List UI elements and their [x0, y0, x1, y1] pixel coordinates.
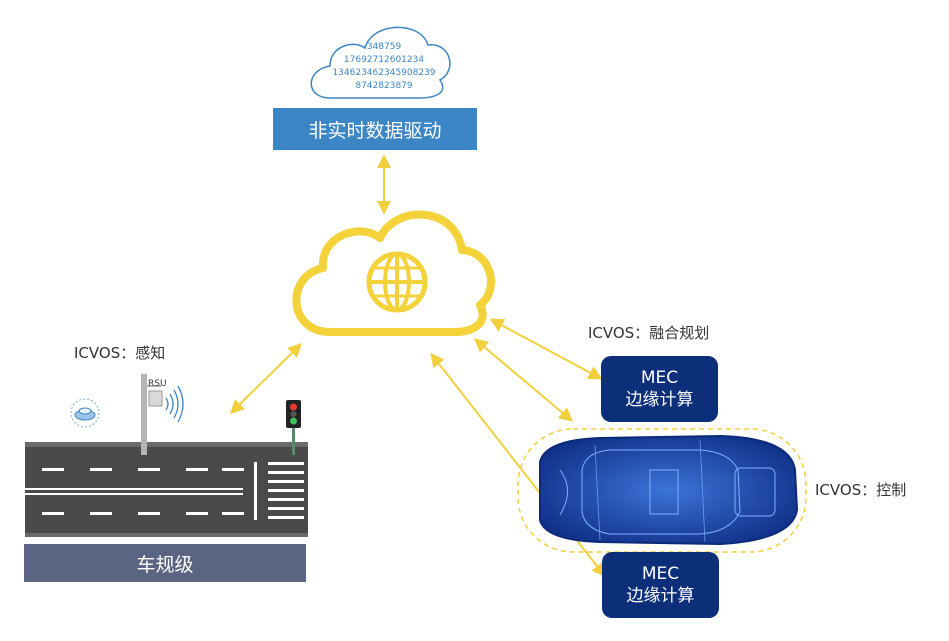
road — [25, 442, 308, 537]
arrow-center-road — [230, 343, 302, 414]
icvos-control-label: ICVOS：控制 — [815, 481, 907, 499]
cloud-globe-icon — [292, 210, 495, 336]
arrow-center-mec-top — [489, 318, 603, 380]
mec-bottom-line2: 边缘计算 — [626, 586, 695, 606]
signal-icon — [165, 385, 184, 423]
top-cloud-icon — [310, 26, 451, 99]
rsu-label: RSU — [148, 379, 167, 389]
icvos-fusion-label: ICVOS：融合规划 — [588, 324, 710, 342]
cloud-number-2: 17692712601234 — [344, 55, 424, 65]
mec-top-line1: MEC — [640, 368, 679, 388]
cloud-number-1: 348759 — [367, 42, 402, 52]
mec-top-box: MEC 边缘计算 — [601, 356, 718, 422]
cloud-number-4: 8742823879 — [355, 81, 413, 91]
rsu-pole-icon — [141, 374, 163, 455]
arrow-center-car — [473, 338, 574, 422]
traffic-light-icon — [286, 400, 301, 455]
mec-bottom-box: MEC 边缘计算 — [602, 552, 719, 618]
icvos-perception-label: ICVOS：感知 — [74, 344, 166, 362]
mec-bottom-line1: MEC — [641, 564, 680, 584]
cloud-number-3: 134623462345908239 — [332, 68, 435, 78]
car-icon — [517, 428, 807, 553]
sensor-icon — [70, 398, 100, 428]
mec-top-line2: 边缘计算 — [625, 390, 694, 410]
non-realtime-data-label: 非实时数据驱动 — [273, 108, 477, 150]
road-level-label: 车规级 — [24, 544, 306, 582]
